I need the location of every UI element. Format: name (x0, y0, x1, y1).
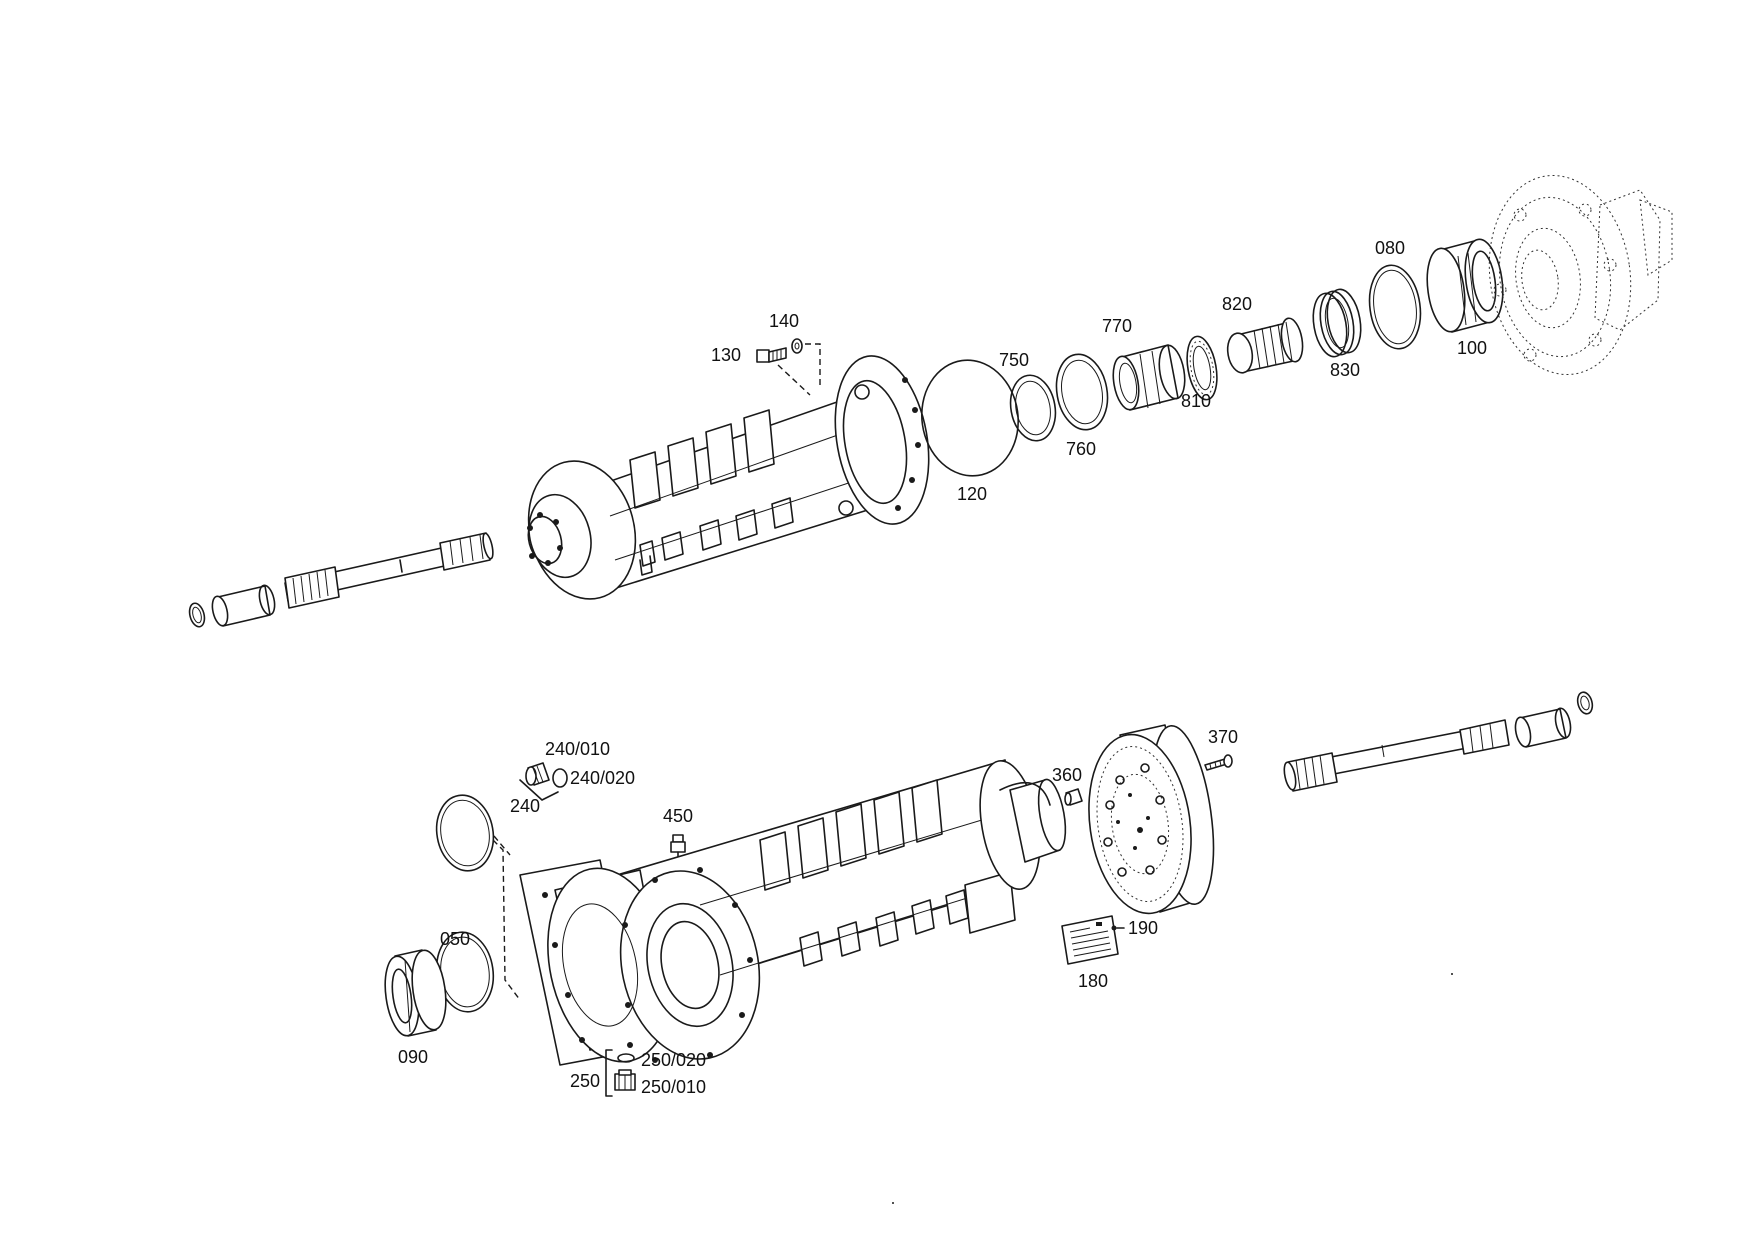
label-750: 750 (999, 350, 1029, 370)
bracket-240 (519, 779, 559, 801)
lower-snap-ring (1576, 691, 1594, 715)
ring-750 (1009, 374, 1057, 442)
thrust-cage-810 (1186, 335, 1218, 401)
label-050: 050 (440, 929, 470, 949)
label-140: 140 (769, 311, 799, 331)
upper-sleeve (211, 584, 276, 627)
label-250-020: 250/020 (641, 1050, 706, 1070)
ring-760 (1055, 353, 1109, 431)
stray-mark (892, 1202, 894, 1204)
name-plate-180 (1061, 915, 1119, 965)
label-830: 830 (1330, 360, 1360, 380)
label-240-020: 240/020 (570, 768, 635, 788)
label-100: 100 (1457, 338, 1487, 358)
o-ring-250-020 (617, 1053, 635, 1063)
leader-140 (805, 343, 821, 388)
hidden-edge (492, 839, 521, 1001)
label-180: 180 (1078, 971, 1108, 991)
leader-ring (493, 835, 511, 856)
ring-080 (1368, 264, 1422, 350)
screw-370 (1204, 754, 1233, 771)
spring-830 (1312, 288, 1362, 358)
leader-130 (777, 364, 811, 396)
upper-snap-ring (188, 602, 206, 628)
lower-axle-housing (519, 759, 1067, 1066)
o-ring-120 (920, 359, 1020, 477)
o-ring-240-020 (552, 768, 568, 788)
lower-axle-shaft (1283, 719, 1510, 792)
label-760: 760 (1066, 439, 1096, 459)
ring-upper-050 (435, 794, 495, 872)
label-360: 360 (1052, 765, 1082, 785)
label-190: 190 (1128, 918, 1158, 938)
label-370: 370 (1208, 727, 1238, 747)
upper-axle-shaft (284, 532, 494, 609)
label-130: 130 (711, 345, 741, 365)
label-120: 120 (957, 484, 987, 504)
plug-240-010 (525, 762, 550, 786)
label-240-010: 240/010 (545, 739, 610, 759)
label-820: 820 (1222, 294, 1252, 314)
label-250-010: 250/010 (641, 1077, 706, 1097)
reference-planetary-carrier (1488, 174, 1673, 376)
washer-140 (791, 338, 803, 354)
brake-disc (1088, 724, 1215, 915)
bearing-100 (1426, 238, 1504, 333)
label-770: 770 (1102, 316, 1132, 336)
bolt-130 (756, 347, 787, 363)
label-250: 250 (570, 1071, 600, 1091)
hub-820 (1226, 317, 1304, 374)
label-810: 810 (1181, 391, 1211, 411)
bracket-250 (605, 1049, 613, 1097)
pin-360 (1064, 788, 1083, 806)
label-450: 450 (663, 806, 693, 826)
drain-plug-250-010 (614, 1069, 636, 1091)
lower-sleeve (1514, 707, 1572, 748)
bearing-770 (1112, 344, 1186, 411)
bearing-090 (384, 949, 447, 1037)
label-240: 240 (510, 796, 540, 816)
breather-450 (670, 834, 686, 861)
label-080: 080 (1375, 238, 1405, 258)
label-090: 090 (398, 1047, 428, 1067)
rivet-190 (1111, 925, 1125, 931)
upper-axle-housing (527, 355, 930, 600)
stray-mark (1451, 973, 1453, 975)
